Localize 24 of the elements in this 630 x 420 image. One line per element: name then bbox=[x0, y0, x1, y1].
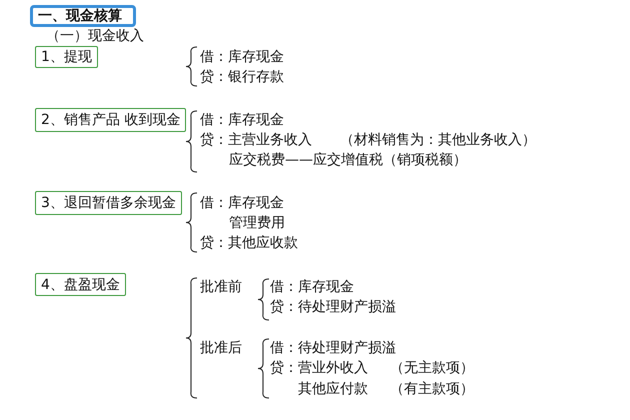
subheading: （一）现金收入 bbox=[46, 27, 144, 45]
note-text: （材料销售为：其他业务收入） bbox=[340, 131, 536, 149]
note-text: （无主款项） bbox=[390, 359, 474, 377]
entry-text: 贷：营业外收入 bbox=[270, 359, 368, 377]
entry-text: 贷：待处理财产损溢 bbox=[270, 298, 396, 316]
entry-text: 管理费用 bbox=[229, 214, 285, 232]
stage-label: 批准前 bbox=[200, 278, 242, 296]
entry-text: 应交税费——应交增值税（销项税额） bbox=[229, 151, 467, 169]
entry-text: 贷：银行存款 bbox=[200, 68, 284, 86]
stage-label: 批准后 bbox=[200, 339, 242, 357]
entry-text: 借：库存现金 bbox=[270, 278, 354, 296]
entry-text: 借：库存现金 bbox=[200, 194, 284, 212]
step-box: 2、销售产品 收到现金 bbox=[35, 108, 186, 132]
entry-text: 贷：其他应收款 bbox=[200, 234, 298, 252]
entry-text: 贷：主营业务收入 bbox=[200, 131, 312, 149]
entry-text: 借：待处理财产损溢 bbox=[270, 339, 396, 357]
note-text: （有主款项） bbox=[390, 380, 474, 398]
title-box: 一、现金核算 bbox=[30, 5, 136, 27]
entry-text: 其他应付款 bbox=[298, 380, 368, 398]
step-box: 4、盘盈现金 bbox=[35, 273, 126, 296]
step-box: 3、退回暂借多余现金 bbox=[35, 191, 182, 215]
entry-text: 借：库存现金 bbox=[200, 48, 284, 66]
step-box: 1、提现 bbox=[35, 46, 98, 68]
entry-text: 借：库存现金 bbox=[200, 111, 284, 129]
